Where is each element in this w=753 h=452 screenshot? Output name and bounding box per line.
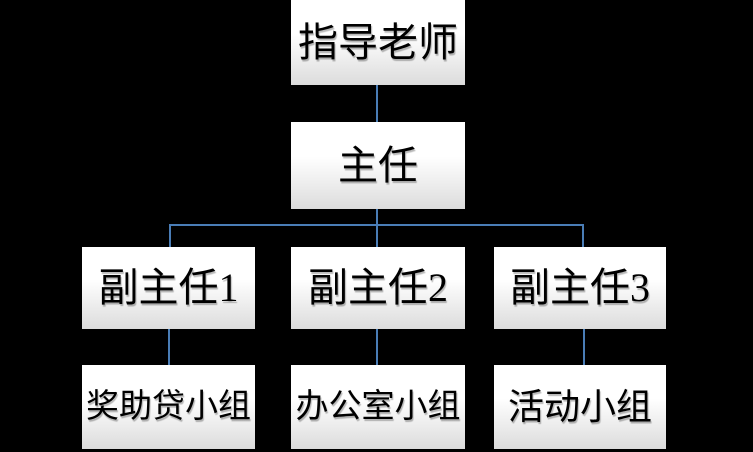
node-deputy1: 副主任1	[82, 247, 255, 329]
connector-branch-right-drop	[582, 224, 584, 247]
connector-director-stem	[376, 209, 378, 247]
node-team-activity: 活动小组	[494, 365, 666, 449]
node-advisor: 指导老师	[291, 0, 465, 85]
node-director: 主任	[291, 122, 465, 209]
connector-deputy1-team1	[168, 329, 170, 365]
connector-branch-horizontal	[169, 224, 584, 226]
node-team-scholarship: 奖助贷小组	[82, 365, 255, 449]
node-deputy3: 副主任3	[494, 247, 666, 329]
connector-deputy2-team2	[376, 329, 378, 365]
connector-advisor-director	[376, 85, 378, 122]
node-deputy2: 副主任2	[291, 247, 465, 329]
node-team-office: 办公室小组	[291, 365, 465, 449]
connector-branch-left-drop	[169, 224, 171, 247]
connector-deputy3-team3	[583, 329, 585, 365]
